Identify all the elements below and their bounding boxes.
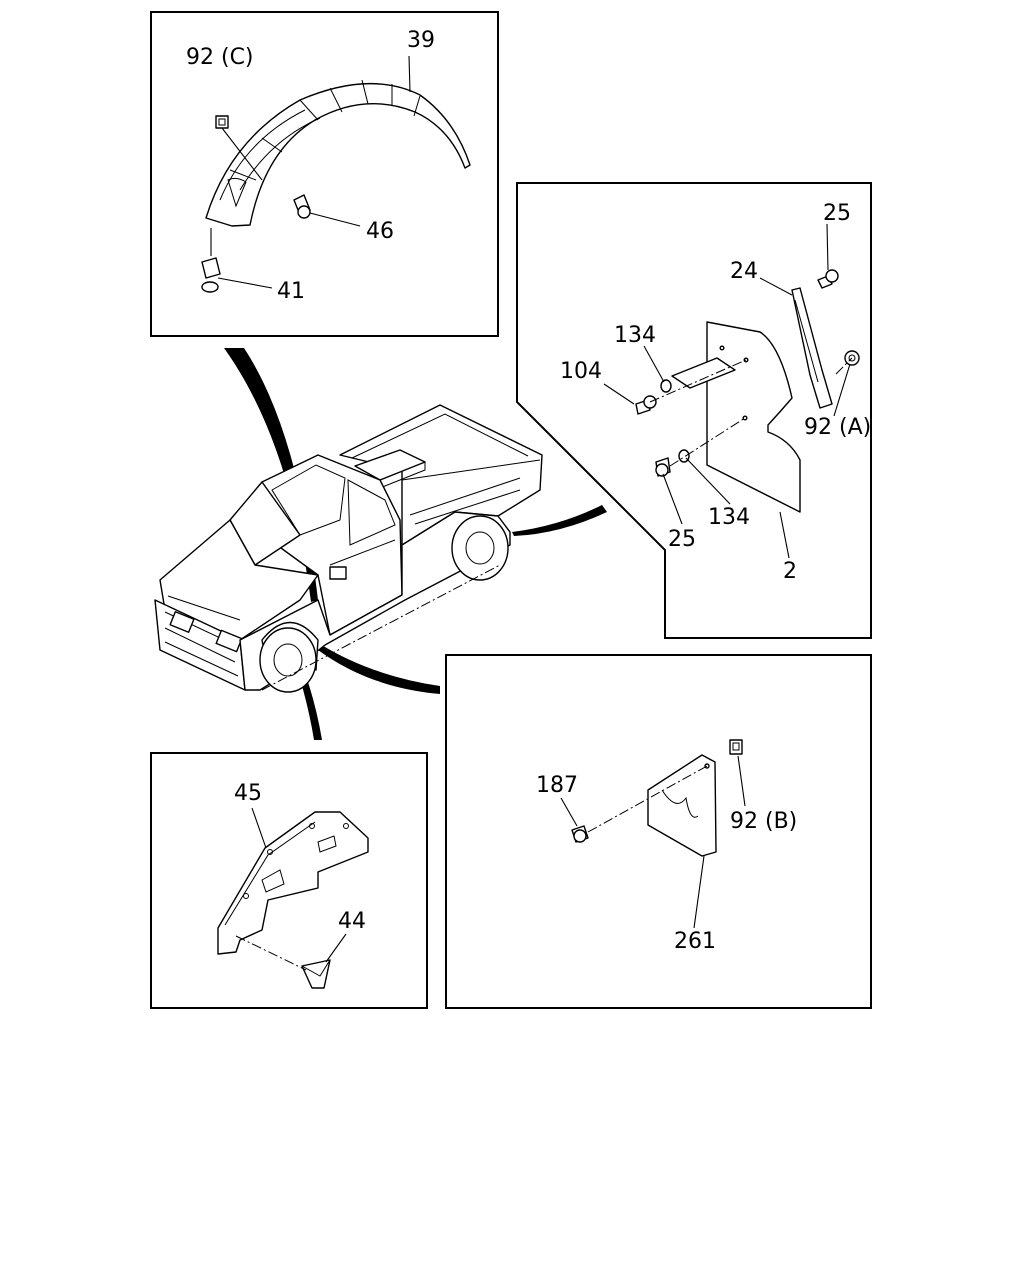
callout-25-bottom: 25 bbox=[668, 527, 696, 552]
bolt-25-bottom-part bbox=[655, 457, 671, 477]
bolt-104-part bbox=[635, 395, 657, 415]
callout-187: 187 bbox=[536, 773, 578, 798]
callout-25-top: 25 bbox=[823, 201, 851, 226]
clip-92b-part bbox=[729, 739, 743, 755]
callout-92b: 92 (B) bbox=[730, 809, 797, 834]
callout-134-bottom: 134 bbox=[708, 505, 750, 530]
callout-24: 24 bbox=[730, 259, 758, 284]
callout-46: 46 bbox=[366, 219, 394, 244]
fender-liner-part bbox=[205, 79, 471, 227]
screw-187-part bbox=[571, 825, 589, 843]
callout-39: 39 bbox=[407, 28, 435, 53]
inset-mudflap-front bbox=[445, 654, 872, 1009]
screw-46-part bbox=[293, 194, 311, 219]
bracket-24-part bbox=[791, 287, 833, 409]
clip-44-part bbox=[301, 959, 331, 989]
callout-92c: 92 (C) bbox=[186, 45, 254, 70]
mudflap-261-part bbox=[647, 754, 717, 857]
indicator-swoosh-front bbox=[318, 644, 440, 694]
callout-134-top: 134 bbox=[614, 323, 656, 348]
bolt-25-top-part bbox=[817, 269, 839, 289]
splash-shield-45-part bbox=[217, 811, 369, 955]
callout-104: 104 bbox=[560, 359, 602, 384]
clip-41-part bbox=[201, 257, 221, 293]
indicator-swoosh-rear bbox=[512, 505, 607, 536]
pickup-truck-illustration bbox=[154, 404, 543, 693]
washer-134-top-part bbox=[660, 379, 672, 393]
callout-45: 45 bbox=[234, 781, 262, 806]
mudflap-2-part bbox=[671, 321, 801, 513]
callout-44: 44 bbox=[338, 909, 366, 934]
callout-2: 2 bbox=[783, 559, 797, 584]
inset-splash-shield bbox=[150, 752, 428, 1009]
callout-261: 261 bbox=[674, 929, 716, 954]
clip-92c-part bbox=[215, 115, 229, 129]
inset-fender-liner bbox=[150, 11, 499, 337]
callout-41: 41 bbox=[277, 279, 305, 304]
callout-92a: 92 (A) bbox=[804, 415, 871, 440]
inset-mudflap-rear bbox=[516, 182, 872, 639]
